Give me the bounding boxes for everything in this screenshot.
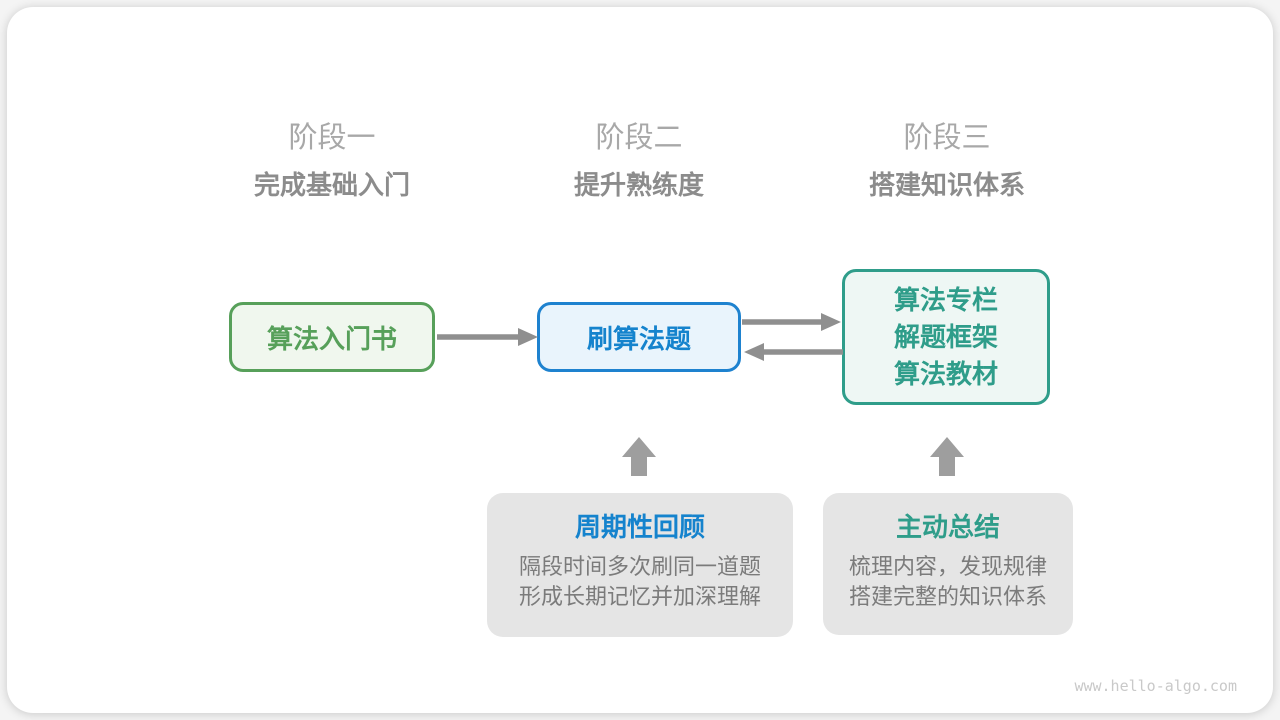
note-periodic-review: 周期性回顾 隔段时间多次刷同一道题 形成长期记忆并加深理解	[487, 493, 793, 637]
stage-1-subtitle: 完成基础入门	[253, 170, 410, 200]
stage-3-header: 阶段三 搭建知识体系	[797, 122, 1097, 199]
note-active-summary-line-1: 梳理内容，发现规律	[848, 554, 1047, 579]
node-practice-problems-label: 刷算法题	[586, 323, 691, 354]
note-periodic-review-line-2: 形成长期记忆并加深理解	[518, 584, 761, 609]
note-periodic-review-title: 周期性回顾	[574, 512, 705, 542]
node-advanced-resources-line-2: 解题框架	[893, 321, 998, 352]
stage-3-title: 阶段三	[903, 122, 991, 154]
stage-2-header: 阶段二 提升熟练度	[489, 122, 789, 199]
stage-2-subtitle: 提升熟练度	[573, 170, 704, 200]
node-advanced-resources-line-3: 算法教材	[893, 358, 998, 389]
note-active-summary: 主动总结 梳理内容，发现规律 搭建完整的知识体系	[823, 493, 1073, 635]
note-active-summary-body: 梳理内容，发现规律 搭建完整的知识体系	[823, 552, 1073, 612]
node-intro-book-label: 算法入门书	[266, 323, 397, 354]
stage-3-subtitle: 搭建知识体系	[868, 170, 1025, 200]
note-periodic-review-body: 隔段时间多次刷同一道题 形成长期记忆并加深理解	[487, 552, 793, 612]
node-intro-book: 算法入门书	[229, 302, 435, 372]
note-active-summary-title: 主动总结	[895, 512, 1000, 542]
note-active-summary-line-2: 搭建完整的知识体系	[848, 584, 1047, 609]
note-periodic-review-line-1: 隔段时间多次刷同一道题	[518, 554, 761, 579]
node-practice-problems: 刷算法题	[537, 302, 741, 372]
node-advanced-resources-line-1: 算法专栏	[893, 284, 998, 315]
node-advanced-resources: 算法专栏 解题框架 算法教材	[842, 269, 1050, 405]
site-watermark: www.hello-algo.com	[1074, 677, 1237, 695]
stage-2-title: 阶段二	[595, 122, 683, 154]
stage-1-header: 阶段一 完成基础入门	[182, 122, 482, 199]
stage-1-title: 阶段一	[288, 122, 376, 154]
